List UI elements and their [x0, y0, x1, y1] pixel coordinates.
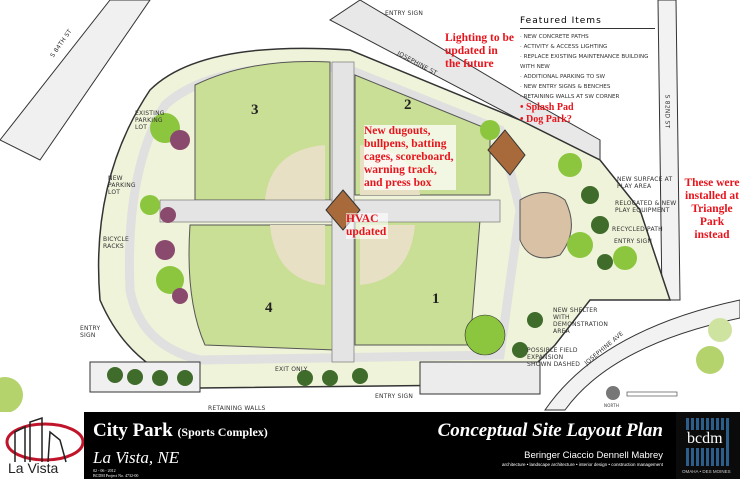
trees — [0, 113, 732, 412]
street-label-82nd: S 82nd St — [663, 94, 671, 129]
street-josephine-ave — [544, 299, 740, 411]
label-bicycle-racks: Bicycle racks — [103, 236, 130, 250]
play-area — [519, 192, 572, 259]
title-block: La Vista City Park (Sports Complex) La V… — [0, 412, 740, 479]
firm-services: architecture • landscape architecture • … — [501, 462, 663, 467]
featured-title: Featured Items — [520, 16, 655, 29]
field-label-2: 2 — [404, 97, 412, 113]
label-exit-only: Exit only — [275, 366, 308, 373]
plan-title: Conceptual Site Layout Plan — [437, 420, 663, 441]
field-label-3: 3 — [251, 102, 259, 118]
label-north: North — [604, 403, 620, 408]
featured-item: · Replace existing maintenance building … — [520, 54, 649, 70]
label-relocated-play: Relocated & new play equipment — [615, 200, 677, 214]
featured-item: · New concrete paths — [520, 34, 589, 40]
label-new-surface: New surface at play area — [617, 176, 673, 190]
label-new-shelter: New shelter with demonstration area — [553, 307, 609, 335]
annotation-hvac: HVAC updated — [346, 213, 388, 239]
featured-item: · New entry signs & benches — [520, 84, 611, 90]
label-entry-sign-bottom: Entry sign — [375, 393, 414, 400]
label-entry-sign-right: Entry sign — [614, 238, 653, 245]
field-label-1: 1 — [432, 291, 440, 307]
label-entry-sign-top: Entry sign — [385, 10, 424, 17]
label-new-parking: New parking lot — [108, 175, 136, 196]
annotation-dugouts: New dugouts, bullpens, batting cages, sc… — [364, 125, 456, 190]
label-entry-sign-left: Entry sign — [80, 325, 101, 339]
north-arrow-icon — [606, 386, 620, 400]
label-recycled-path: Recycled path — [612, 226, 663, 233]
scale-bar — [626, 391, 678, 397]
label-retaining-walls: Retaining walls — [208, 405, 266, 412]
maintenance-building — [487, 129, 526, 176]
field-label-4: 4 — [265, 300, 273, 316]
bcdm-logo-text: bcdm — [686, 430, 724, 448]
city-skyline-icon — [5, 416, 85, 463]
featured-item: · Retaining walls at SW corner — [520, 94, 620, 100]
la-vista-logo: La Vista — [0, 412, 85, 479]
featured-red-item: • Splash Pad — [520, 102, 574, 113]
street-84th — [0, 0, 151, 161]
bcdm-logo: bcdm OMAHA • DES MOINES — [676, 412, 740, 479]
firm-name: Beringer Ciaccio Dennell Mabrey — [524, 450, 663, 461]
annotation-lighting: Lighting to be updated in the future — [445, 32, 515, 70]
street-82nd — [657, 0, 681, 301]
project-name: City Park (Sports Complex) — [93, 420, 268, 441]
label-existing-parking: Existing parking lot — [135, 110, 165, 131]
featured-item: · Additional parking to SW — [520, 74, 606, 80]
firm-cities: OMAHA • DES MOINES — [682, 469, 731, 474]
project-location: La Vista, NE — [93, 448, 180, 467]
featured-item: · Activity & access lighting — [520, 44, 608, 50]
label-possible-field: Possible field expansion shown dashed — [527, 347, 581, 368]
featured-items: Featured Items · New concrete paths · Ac… — [520, 16, 655, 126]
annotation-triangle-park: These were installed at Triangle Park in… — [684, 177, 740, 241]
featured-red-item: • Dog Park? — [520, 114, 572, 125]
logo-text: La Vista — [8, 460, 59, 476]
